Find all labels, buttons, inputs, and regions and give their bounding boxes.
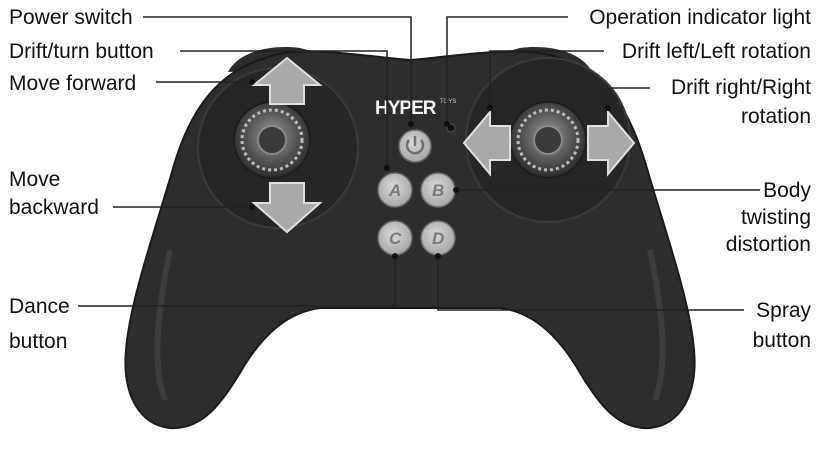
brand-logo-sub: TOYS bbox=[440, 99, 456, 105]
leader-spray bbox=[437, 256, 744, 311]
leader-drift-left bbox=[489, 50, 604, 108]
button-b[interactable]: B bbox=[420, 172, 456, 208]
label-spray-button-line1: Spray bbox=[756, 299, 811, 322]
svg-text:D: D bbox=[432, 229, 444, 248]
svg-text:A: A bbox=[388, 181, 401, 200]
label-dance-button-line2: button bbox=[9, 330, 68, 353]
button-c[interactable]: C bbox=[377, 220, 413, 256]
left-joystick[interactable] bbox=[233, 101, 311, 179]
leader-drift-turn bbox=[180, 50, 388, 168]
label-power-switch: Power switch bbox=[9, 6, 133, 29]
label-drift-turn-button: Drift/turn button bbox=[9, 40, 154, 63]
power-icon bbox=[405, 139, 425, 155]
power-button[interactable] bbox=[398, 129, 432, 163]
button-d[interactable]: D bbox=[420, 220, 456, 256]
leader-power-switch bbox=[143, 16, 412, 124]
brand-logo: HYPER bbox=[375, 98, 437, 119]
label-move-backward-line2: backward bbox=[9, 196, 99, 219]
leader-dance bbox=[78, 256, 396, 307]
label-operation-indicator-light: Operation indicator light bbox=[589, 6, 811, 29]
leader-drift-right bbox=[607, 87, 650, 108]
right-joystick[interactable] bbox=[509, 101, 587, 179]
svg-text:C: C bbox=[389, 229, 402, 248]
move-backward-arrow-icon bbox=[251, 182, 323, 234]
label-drift-left: Drift left/Left rotation bbox=[621, 40, 811, 63]
drift-right-arrow-icon bbox=[587, 109, 636, 177]
label-body-twisting-line1: Body bbox=[763, 179, 811, 202]
leader-lines bbox=[78, 16, 760, 311]
label-drift-right-line2: rotation bbox=[740, 105, 811, 128]
label-move-backward-line1: Move bbox=[9, 168, 61, 191]
leader-indicator bbox=[446, 16, 568, 124]
label-spray-button-line2: button bbox=[752, 329, 811, 352]
label-dance-button-line1: Dance bbox=[9, 295, 70, 318]
label-body-twisting-line2: twisting bbox=[740, 206, 811, 229]
leader-dots bbox=[249, 79, 611, 259]
drift-left-arrow-icon bbox=[462, 109, 511, 177]
move-forward-arrow-icon bbox=[251, 56, 323, 105]
label-drift-right-line1: Drift right/Right bbox=[670, 76, 811, 99]
label-move-forward: Move forward bbox=[9, 72, 137, 95]
svg-text:B: B bbox=[432, 181, 444, 200]
label-body-twisting-line3: distortion bbox=[725, 233, 811, 256]
button-a[interactable]: A bbox=[377, 172, 413, 208]
